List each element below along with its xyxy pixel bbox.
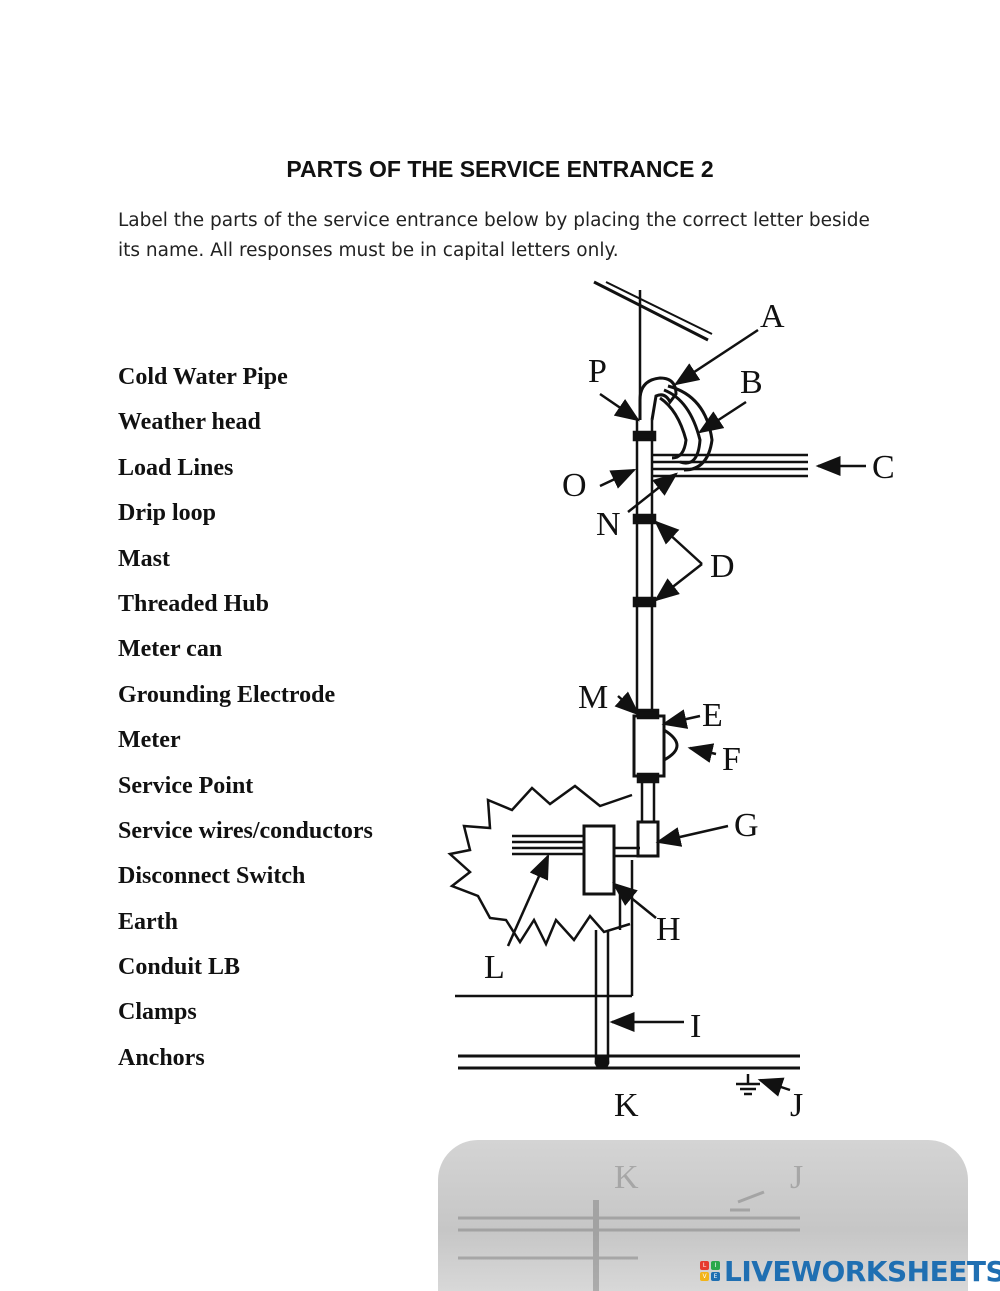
term-mast: Mast: [118, 545, 170, 572]
term-threaded-hub: Threaded Hub: [118, 590, 269, 617]
reflection-label-k: K: [614, 1159, 639, 1196]
term-load-lines: Load Lines: [118, 454, 234, 481]
liveworksheets-icon: L I V E: [700, 1261, 720, 1281]
label-n: N: [596, 506, 621, 543]
label-k: K: [614, 1087, 639, 1124]
terms-list: Cold Water Pipe Weather head Load Lines …: [118, 360, 373, 1086]
term-meter-can: Meter can: [118, 636, 223, 663]
worksheet-title: PARTS OF THE SERVICE ENTRANCE 2: [286, 156, 714, 182]
label-d: D: [710, 548, 735, 585]
label-g: G: [734, 807, 759, 844]
term-drip-loop: Drip loop: [118, 500, 217, 527]
term-weather-head: Weather head: [118, 409, 261, 436]
term-service-wires: Service wires/conductors: [118, 817, 373, 844]
term-anchors: Anchors: [118, 1044, 205, 1071]
term-service-point: Service Point: [118, 772, 254, 799]
label-j: J: [790, 1087, 803, 1124]
label-a: A: [760, 298, 785, 335]
term-conduit-lb: Conduit LB: [118, 954, 241, 981]
term-meter: Meter: [118, 727, 181, 754]
label-c: C: [872, 449, 895, 486]
term-cold-water-pipe: Cold Water Pipe: [118, 364, 288, 390]
reflection-label-j: J: [790, 1159, 803, 1196]
term-disconnect-switch: Disconnect Switch: [118, 863, 306, 890]
term-earth: Earth: [118, 908, 178, 935]
liveworksheets-logo: L I V E LIVEWORKSHEETS: [700, 1254, 1000, 1288]
label-h: H: [656, 911, 681, 948]
label-e: E: [702, 697, 723, 734]
liveworksheets-wordmark: LIVEWORKSHEETS: [724, 1254, 1000, 1288]
label-b: B: [740, 364, 763, 401]
label-o: O: [562, 467, 587, 504]
label-m: M: [578, 679, 608, 716]
term-grounding-electrode: Grounding Electrode: [118, 681, 336, 708]
term-clamps: Clamps: [118, 999, 197, 1026]
label-i: I: [690, 1008, 701, 1045]
label-p: P: [588, 353, 607, 390]
instructions: Label the parts of the service entrance …: [118, 210, 870, 261]
label-l: L: [484, 949, 505, 986]
label-f: F: [722, 741, 741, 778]
